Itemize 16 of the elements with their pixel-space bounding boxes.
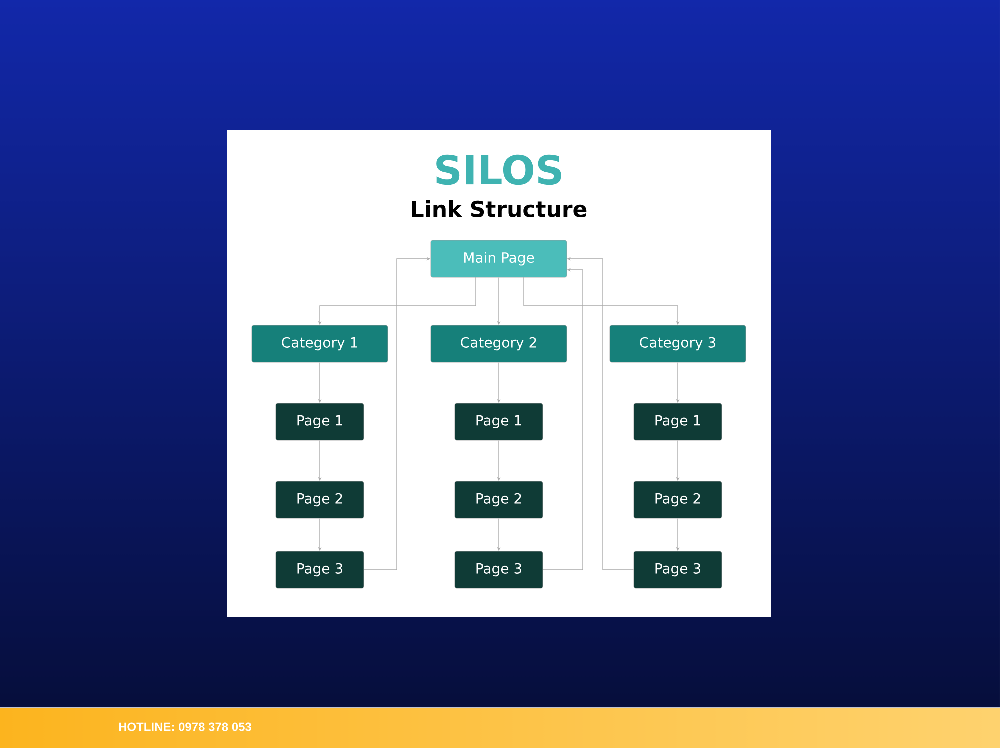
category-box: Category 1 — [252, 325, 388, 363]
page-box: Page 2 — [454, 481, 544, 519]
page-box: Page 3 — [454, 551, 544, 589]
page-box: Page 2 — [634, 481, 722, 519]
subtitle: Link Structure — [412, 200, 587, 218]
hotline: HOTLINE: 0978 378 053 — [119, 722, 252, 732]
main-page-box: Main Page — [430, 240, 568, 278]
page-box: Page 2 — [276, 481, 364, 519]
page-box: Page 1 — [634, 403, 722, 441]
page-box: Page 3 — [276, 551, 364, 589]
title: SILOS — [436, 154, 562, 186]
category-box: Category 2 — [430, 325, 568, 363]
page-box: Page 3 — [634, 551, 722, 589]
category-box: Category 3 — [610, 325, 746, 363]
page-box: Page 1 — [454, 403, 544, 441]
page-box: Page 1 — [276, 403, 364, 441]
